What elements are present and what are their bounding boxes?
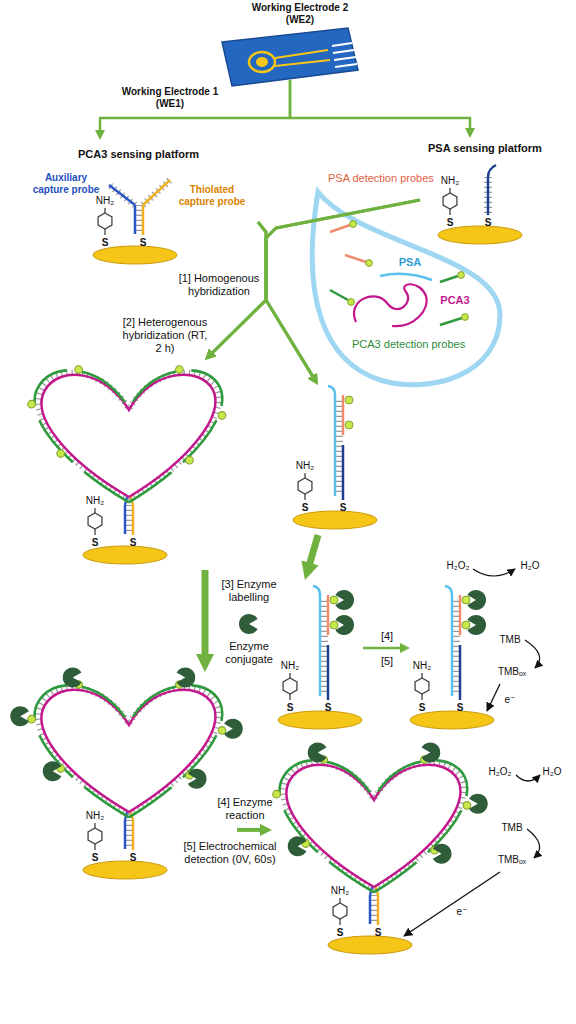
step-label: [2] Heterogenous hybridization (RT, 2 h) bbox=[122, 316, 208, 355]
step-label: [1] Homogenous hybridization bbox=[176, 272, 262, 298]
thiol-label: S bbox=[325, 702, 332, 714]
platform-title: PCA3 sensing platform bbox=[78, 148, 208, 161]
thiol-label: S bbox=[375, 927, 382, 939]
thiol-label: S bbox=[340, 502, 347, 514]
thiol-label: S bbox=[102, 237, 109, 249]
chemical-group: NH₂ bbox=[86, 495, 104, 507]
thiol-label: S bbox=[130, 537, 137, 549]
thiol-label: S bbox=[302, 502, 309, 514]
reaction-label: TMBₒₓ bbox=[498, 854, 526, 866]
thiol-label: S bbox=[140, 237, 147, 249]
chemical-group: NH₂ bbox=[331, 885, 349, 897]
thiol-label: S bbox=[92, 852, 99, 864]
detection-electrode: H₂O₂ H₂O TMB TMBₒₓ e⁻ NH₂ S S bbox=[410, 540, 568, 735]
reaction-label: TMBₒₓ bbox=[498, 666, 526, 678]
thiol-label: S bbox=[287, 702, 294, 714]
hybridized-electrode: NH₂ S S bbox=[25, 360, 235, 570]
probe-label: PCA3 detection probes bbox=[352, 338, 477, 351]
flow-arrow bbox=[290, 80, 470, 131]
step-label: [5] Electrochemical detection (0V, 60s) bbox=[180, 840, 280, 866]
chemical-group: NH₂ bbox=[441, 175, 459, 187]
electrode-label: Working Electrode 2 (WE2) bbox=[246, 2, 354, 26]
reaction-label: H₂O₂ bbox=[489, 766, 512, 778]
probe-label: Thiolated capture probe bbox=[176, 184, 248, 208]
flow-arrow bbox=[202, 570, 209, 659]
thiol-label: S bbox=[92, 537, 99, 549]
thiol-label: S bbox=[485, 217, 492, 229]
electrode-chip: Working Electrode 2 (WE2)Working Electro… bbox=[115, 0, 365, 80]
thiol-label: S bbox=[337, 927, 344, 939]
flow-arrow bbox=[363, 647, 403, 650]
flow-arrow bbox=[266, 200, 420, 378]
target-label: PSA bbox=[399, 256, 422, 269]
chemical-group: NH₂ bbox=[86, 810, 104, 822]
reaction-label: e⁻ bbox=[505, 694, 516, 706]
reaction-label: TMB bbox=[499, 634, 520, 646]
probe-label: PSA detection probes bbox=[328, 172, 443, 185]
step-label: [4] Enzyme reaction bbox=[212, 796, 278, 822]
thiol-label: S bbox=[130, 852, 137, 864]
labelled-electrode: NH₂ S S bbox=[278, 580, 363, 730]
chemical-group: NH₂ bbox=[281, 660, 299, 672]
labelled-electrode: NH₂ S S bbox=[25, 672, 237, 884]
platform-title: PSA sensing platform bbox=[428, 142, 553, 155]
step-number: [5] bbox=[381, 655, 393, 668]
probe-label: Auxiliary capture probe bbox=[30, 172, 102, 196]
reaction-label: H₂O bbox=[543, 766, 562, 778]
chemical-group: NH₂ bbox=[296, 460, 314, 472]
electrode-label: Working Electrode 1 (WE1) bbox=[118, 86, 222, 110]
sensing-platform: PCA3 sensing platformAuxiliary capture p… bbox=[28, 140, 258, 268]
reaction-label: H₂O₂ bbox=[447, 560, 470, 572]
detection-electrode: H₂O₂ H₂O TMB TMBₒₓ e⁻ NH₂ S S bbox=[272, 740, 572, 962]
reaction-label: e⁻ bbox=[457, 906, 468, 918]
thiol-label: S bbox=[457, 702, 464, 714]
chemical-group: NH₂ bbox=[96, 195, 114, 207]
sensing-platform: PSA sensing platformNH₂ S S bbox=[420, 138, 560, 250]
part-label: Enzyme conjugate bbox=[216, 640, 282, 666]
sample-droplet: PSA detection probesPSA PCA3PCA3 detectio… bbox=[300, 166, 510, 388]
step-label: [3] Enzyme labelling bbox=[216, 578, 282, 604]
step-number: [4] bbox=[381, 630, 393, 643]
thiol-label: S bbox=[419, 702, 426, 714]
hybridized-electrode: NH₂ S S bbox=[290, 385, 380, 535]
thiol-label: S bbox=[447, 217, 454, 229]
chemical-group: NH₂ bbox=[413, 660, 431, 672]
flow-arrow bbox=[309, 535, 319, 568]
reaction-label: TMB bbox=[501, 822, 522, 834]
flow-arrow bbox=[237, 828, 264, 832]
reaction-label: H₂O bbox=[521, 560, 540, 572]
flow-arrow bbox=[100, 80, 290, 133]
target-label: PCA3 bbox=[440, 294, 469, 307]
